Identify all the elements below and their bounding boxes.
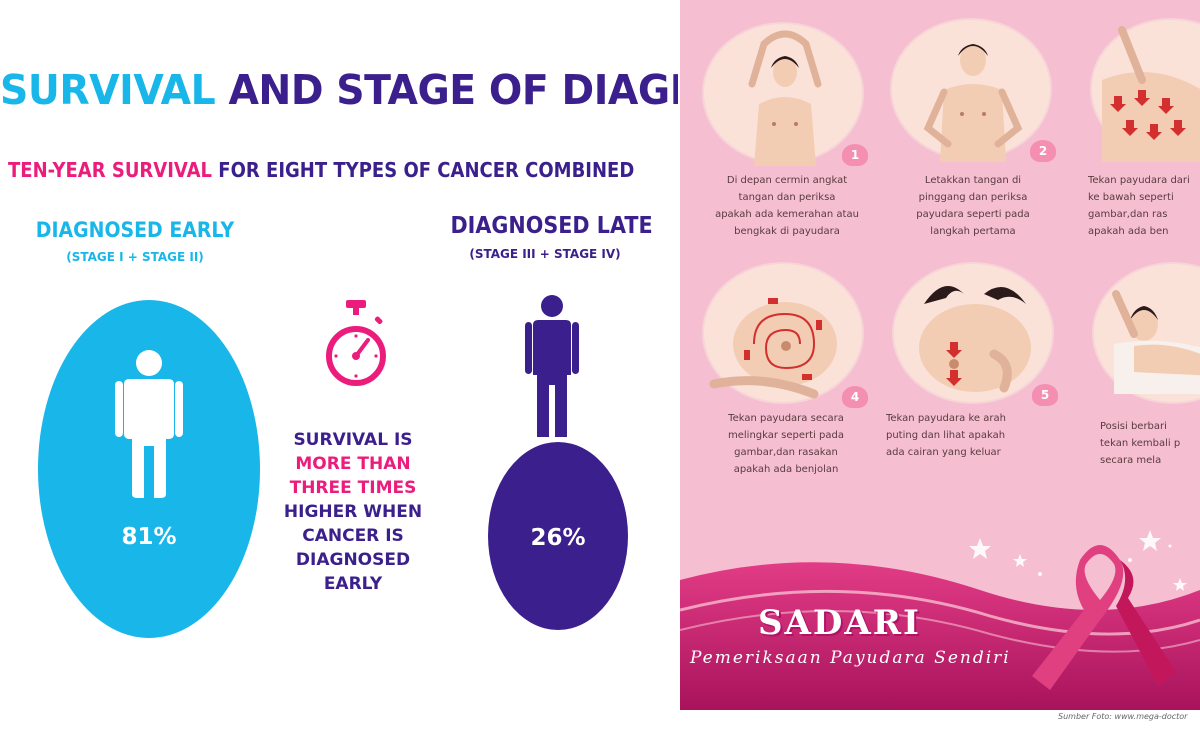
breast-press-arrows-illustration xyxy=(1102,26,1200,162)
early-heading-text: DIAGNOSED EARLY xyxy=(35,218,235,242)
step-text-line: pinggang dan periksa xyxy=(918,192,1028,203)
comparison-line-highlight: MORE THAN xyxy=(295,454,411,474)
step-number-badge: 5 xyxy=(1032,384,1058,406)
early-survival-percent: 81% xyxy=(121,524,177,550)
comparison-line: DIAGNOSED xyxy=(295,550,411,570)
step-text-line: apakah ada ben xyxy=(1088,226,1169,237)
step-illustration-5 xyxy=(892,262,1054,404)
step-text-line: gambar,dan rasakan xyxy=(734,447,838,458)
late-heading-text: DIAGNOSED LATE xyxy=(450,213,653,239)
step-text-line: Di depan cermin angkat xyxy=(726,175,848,186)
step-description-3: Tekan payudara dari ke bawah seperti gam… xyxy=(1088,172,1200,240)
step-text-line: Posisi berbari xyxy=(1100,421,1167,432)
circular-press-illustration xyxy=(709,298,837,399)
stopwatch-icon xyxy=(326,300,386,386)
step-illustration-3 xyxy=(1090,18,1200,162)
step-illustration-4 xyxy=(702,262,864,404)
step-description-5: Tekan payudara ke arah puting dan lihat … xyxy=(886,410,1076,461)
step-text-line: payudara seperti pada xyxy=(916,209,1030,220)
step-text-line: ke bawah seperti xyxy=(1088,192,1174,203)
sadari-subtitle: Pemeriksaan Payudara Sendiri xyxy=(690,648,1011,668)
comparison-line-highlight: THREE TIMES xyxy=(289,478,417,498)
step-text-line: Tekan payudara ke arah xyxy=(886,413,1006,424)
step-illustration-2 xyxy=(890,18,1052,162)
lying-down-illustration xyxy=(1112,290,1200,394)
survival-infographic: SURVIVAL AND STAGE OF DIAGNOSIS TEN-YEAR… xyxy=(0,66,678,638)
comparison-line: EARLY xyxy=(323,574,383,594)
step-text-line: langkah pertama xyxy=(930,226,1016,237)
sadari-poster: 1 2 Di depan cermin angka xyxy=(680,0,1200,710)
step-text-line: tangan dan periksa xyxy=(738,192,836,203)
step-text-line: apakah ada benjolan xyxy=(733,464,839,475)
step-text-line: Tekan payudara dari xyxy=(1088,175,1190,186)
decorative-banner xyxy=(680,530,1200,710)
woman-arms-raised-illustration xyxy=(748,30,822,166)
late-survival-percent: 26% xyxy=(530,525,586,551)
step-text-line: ada cairan yang keluar xyxy=(886,447,1001,458)
pink-ribbon-icon xyxy=(1032,545,1176,690)
step-text-line: Tekan payudara secara xyxy=(728,413,844,424)
step-text-line: tekan kembali p xyxy=(1100,438,1181,449)
step-text-line: apakah ada kemerahan atau xyxy=(715,209,859,220)
step-text-line: bengkak di payudara xyxy=(734,226,840,237)
infographic-subtitle: TEN-YEAR SURVIVAL FOR EIGHT TYPES OF CAN… xyxy=(8,158,634,182)
late-survival-circle xyxy=(488,442,628,630)
early-diagnosis-heading: DIAGNOSED EARLY (STAGE I + STAGE II) xyxy=(20,218,250,264)
title-highlight: SURVIVAL xyxy=(0,66,216,114)
step-number-badge: 4 xyxy=(842,386,868,408)
photo-credit: Sumber Foto: www.mega-doctor xyxy=(1058,712,1188,721)
step-text-line: gambar,dan ras xyxy=(1088,209,1168,220)
infographic-title: SURVIVAL AND STAGE OF DIAGNOSIS xyxy=(0,66,678,114)
subtitle-highlight: TEN-YEAR SURVIVAL xyxy=(8,158,213,182)
comparison-line: SURVIVAL IS xyxy=(293,430,413,450)
woman-hands-on-hips-illustration xyxy=(923,44,1023,162)
late-stage-text: (STAGE III + STAGE IV) xyxy=(469,247,621,261)
comparison-line: HIGHER WHEN xyxy=(283,502,423,522)
step-description-2: Letakkan tangan di pinggang dan periksa … xyxy=(888,172,1058,240)
step-text-line: Letakkan tangan di xyxy=(924,175,1022,186)
nipple-press-illustration xyxy=(919,286,1031,393)
person-icon xyxy=(525,295,579,437)
step-text-line: secara mela xyxy=(1100,455,1162,466)
late-diagnosis-heading: DIAGNOSED LATE (STAGE III + STAGE IV) xyxy=(440,213,653,261)
person-icon xyxy=(115,350,183,498)
title-rest: AND STAGE OF DIAGNOSIS xyxy=(228,66,678,114)
step-illustration-6 xyxy=(1092,262,1200,404)
step-description-1: Di depan cermin angkat tangan dan periks… xyxy=(692,172,882,240)
sadari-title: SADARI xyxy=(758,603,921,643)
step-description-6: Posisi berbari tekan kembali p secara me… xyxy=(1100,418,1200,469)
step-number-badge: 2 xyxy=(1030,140,1056,162)
subtitle-rest: FOR EIGHT TYPES OF CANCER COMBINED xyxy=(218,158,635,182)
survival-comparison-text: SURVIVAL IS MORE THAN THREE TIMES HIGHER… xyxy=(278,428,428,596)
step-description-4: Tekan payudara secara melingkar seperti … xyxy=(696,410,876,478)
step-text-line: melingkar seperti pada xyxy=(728,430,844,441)
step-text-line: puting dan lihat apakah xyxy=(886,430,1006,441)
step-illustration-1 xyxy=(702,22,864,166)
comparison-line: CANCER IS xyxy=(302,526,404,546)
early-stage-text: (STAGE I + STAGE II) xyxy=(66,250,204,264)
step-number-badge: 1 xyxy=(842,144,868,166)
